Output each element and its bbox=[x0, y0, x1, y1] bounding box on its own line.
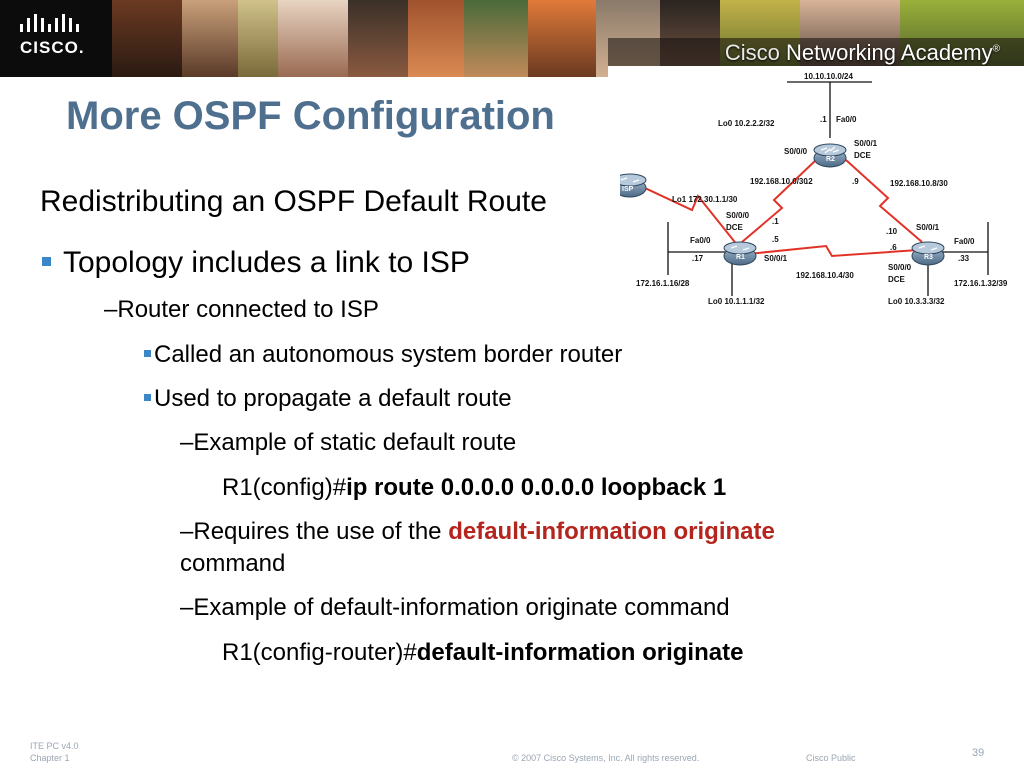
label-r1-lo1: Lo1 172.30.1.1/30 bbox=[672, 195, 738, 204]
bullet-level4: –Example of static default route bbox=[180, 429, 516, 457]
bullet-dash: – bbox=[104, 296, 118, 323]
bullet-text: Requires the use of the bbox=[193, 518, 449, 545]
label-r2-dce: DCE bbox=[854, 151, 872, 160]
label-r2-dot2: .2 bbox=[806, 177, 813, 186]
label-net-right: 192.168.10.8/30 bbox=[890, 179, 948, 188]
academy-networking-words: Networking Academy bbox=[785, 40, 993, 65]
router-isp-icon bbox=[620, 173, 647, 198]
label-r3-lo0: Lo0 10.3.3.3/32 bbox=[888, 297, 945, 306]
label-net-top: 10.10.10.0/24 bbox=[804, 72, 853, 81]
label-r3-s001: S0/0/1 bbox=[916, 223, 940, 232]
bullet-text: Example of default-information originate… bbox=[193, 594, 730, 621]
cli-prompt: R1(config-router)# bbox=[222, 639, 417, 666]
banner-photo bbox=[182, 0, 238, 77]
banner-photo bbox=[112, 0, 182, 77]
banner-photo bbox=[408, 0, 464, 77]
banner-photo bbox=[528, 0, 596, 77]
label-r3-dce: DCE bbox=[888, 275, 906, 284]
label-r2-fa00: Fa0/0 bbox=[836, 115, 857, 124]
highlighted-command: default-information originate bbox=[448, 518, 775, 545]
footer-copyright: © 2007 Cisco Systems, Inc. All rights re… bbox=[512, 753, 700, 763]
cli-prompt: R1(config)# bbox=[222, 474, 347, 501]
label-r3-s000: S0/0/0 bbox=[888, 263, 912, 272]
footer-course: ITE PC v4.0 bbox=[30, 741, 79, 751]
label-r1-fa00: Fa0/0 bbox=[690, 236, 711, 245]
r2-r3-serial-link bbox=[845, 159, 923, 243]
label-r1-dot5: .5 bbox=[772, 235, 779, 244]
cli-command: default-information originate bbox=[416, 639, 744, 666]
bullet-level3: Called an autonomous system border route… bbox=[142, 341, 622, 369]
r1-r3-serial-link bbox=[747, 244, 919, 258]
label-isp-name: ISP bbox=[622, 186, 634, 193]
bullet-continuation: command bbox=[180, 550, 286, 577]
cisco-networking-academy-label: Cisco Networking Academy® bbox=[725, 40, 1000, 66]
bullet-dash: – bbox=[180, 518, 194, 545]
label-r2-s001: S0/0/1 bbox=[854, 139, 878, 148]
label-r1-name: R1 bbox=[736, 254, 745, 261]
bullet-level1: Topology includes a link to ISP bbox=[40, 246, 470, 280]
bullet-level3: Used to propagate a default route bbox=[142, 385, 512, 413]
slide-title: More OSPF Configuration bbox=[66, 94, 555, 138]
label-r1-lo0: Lo0 10.1.1.1/32 bbox=[708, 297, 765, 306]
bullet-square-icon bbox=[144, 349, 151, 357]
label-r2-lo0: Lo0 10.2.2.2/32 bbox=[718, 119, 775, 128]
cisco-logo-area: CISCO. bbox=[0, 0, 112, 77]
cisco-logo-text: CISCO. bbox=[20, 38, 85, 57]
bullet-text: Used to propagate a default route bbox=[154, 385, 512, 412]
label-net-r1-lan: 172.16.1.16/28 bbox=[636, 279, 690, 288]
academy-band bbox=[608, 38, 1024, 66]
label-r2-name: R2 bbox=[826, 156, 835, 163]
bullet-level4: –Example of default-information originat… bbox=[180, 594, 730, 622]
bullet-square-icon bbox=[42, 256, 51, 266]
cisco-bridge-logo-icon bbox=[20, 14, 79, 32]
bullet-text: Example of static default route bbox=[193, 429, 517, 456]
header-banner: CISCO. Cisco Networking Academy® bbox=[0, 0, 1024, 77]
banner-photo bbox=[238, 0, 278, 77]
cli-command: ip route 0.0.0.0 0.0.0.0 loopback 1 bbox=[346, 474, 727, 501]
label-net-bottom: 192.168.10.4/30 bbox=[796, 271, 854, 280]
banner-photo bbox=[348, 0, 408, 77]
isp-serial-link bbox=[631, 181, 739, 247]
bullet-text: Called an autonomous system border route… bbox=[154, 341, 623, 368]
label-r2-dot9: .9 bbox=[852, 177, 859, 186]
banner-photo bbox=[278, 0, 348, 77]
label-net-left: 192.168.10.0/30 bbox=[750, 177, 808, 186]
bullet-text: Topology includes a link to ISP bbox=[63, 246, 470, 279]
label-r1-s000: S0/0/0 bbox=[726, 211, 750, 220]
registered-mark: ® bbox=[992, 43, 1000, 55]
banner-photo bbox=[464, 0, 528, 77]
label-r3-fa00: Fa0/0 bbox=[954, 237, 975, 246]
ospf-topology-diagram: 10.10.10.0/24 Lo0 10.2.2.2/32 .1 Fa0/0 S… bbox=[620, 72, 1008, 306]
footer-chapter: Chapter 1 bbox=[30, 753, 70, 763]
label-r1-dot17: .17 bbox=[692, 254, 704, 263]
command-example-static-route: R1(config)#ip route 0.0.0.0 0.0.0.0 loop… bbox=[222, 474, 726, 502]
label-r3-dot10: .10 bbox=[886, 227, 898, 236]
bullet-level2: –Router connected to ISP bbox=[104, 296, 379, 324]
router-r1-icon bbox=[723, 241, 757, 266]
bullet-text: Router connected to ISP bbox=[117, 296, 379, 323]
label-r1-dce: DCE bbox=[726, 223, 744, 232]
label-r3-dot6: .6 bbox=[890, 243, 897, 252]
router-r2-icon bbox=[813, 143, 847, 168]
label-r2-s000: S0/0/0 bbox=[784, 147, 808, 156]
bullet-dash: – bbox=[180, 429, 194, 456]
bullet-square-icon bbox=[144, 393, 151, 401]
label-r2-dot1: .1 bbox=[820, 115, 827, 124]
label-r3-dot33: .33 bbox=[958, 254, 970, 263]
bullet-dash: – bbox=[180, 594, 194, 621]
academy-cisco-word: Cisco bbox=[724, 40, 786, 65]
command-example-default-originate: R1(config-router)#default-information or… bbox=[222, 639, 743, 667]
r1-r2-serial-link bbox=[741, 159, 817, 243]
footer-classification: Cisco Public bbox=[806, 753, 856, 763]
label-r1-dot1: .1 bbox=[772, 217, 779, 226]
footer-page-number: 39 bbox=[972, 747, 985, 759]
slide-subtitle: Redistributing an OSPF Default Route bbox=[40, 185, 547, 218]
router-r3-icon bbox=[911, 241, 945, 266]
bullet-level4: –Requires the use of the default-informa… bbox=[180, 518, 775, 546]
label-r1-s001: S0/0/1 bbox=[764, 254, 788, 263]
label-net-r3-lan: 172.16.1.32/39 bbox=[954, 279, 1008, 288]
label-r3-name: R3 bbox=[924, 254, 933, 261]
banner-notch bbox=[608, 66, 1024, 77]
